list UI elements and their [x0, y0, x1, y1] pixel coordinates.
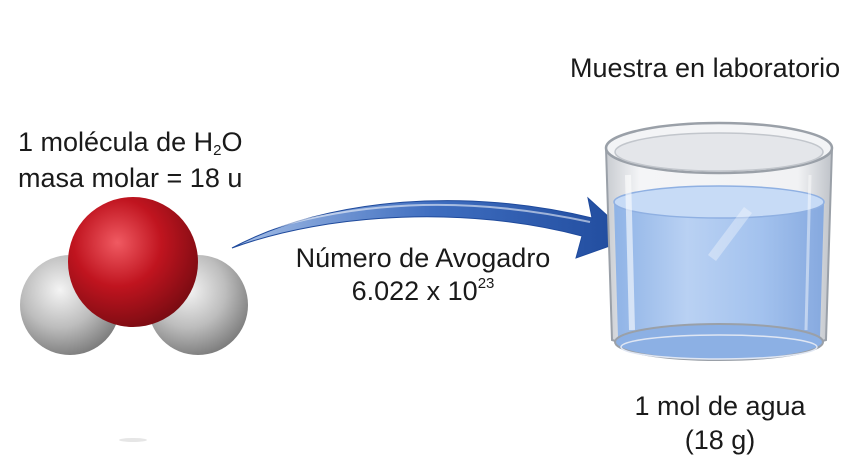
avogadro-value-label: 6.022 x 1023 [278, 275, 568, 307]
avogadro-value-prefix: 6.022 x 10 [351, 276, 478, 306]
sample-label: Muestra en laboratorio [570, 53, 841, 83]
molecule-text-suffix: O [221, 127, 243, 157]
beaker-icon [604, 121, 834, 361]
mole-label: 1 mol de agua [634, 391, 806, 421]
molecule-text-prefix: 1 molécula de H [18, 127, 214, 157]
mass-label: (18 g) [684, 425, 756, 455]
oxygen-atom [68, 197, 198, 327]
molecule-label: 1 molécula de H2O [18, 126, 242, 158]
molar-mass-label: masa molar = 18 u [18, 163, 243, 193]
molecule-subscript: 2 [213, 142, 222, 159]
water-surface [613, 185, 825, 219]
avogadro-exponent: 23 [477, 275, 495, 292]
avogadro-name-label: Número de Avogadro [295, 243, 551, 273]
water-fill [614, 202, 824, 352]
water-molecule-icon [20, 197, 248, 442]
